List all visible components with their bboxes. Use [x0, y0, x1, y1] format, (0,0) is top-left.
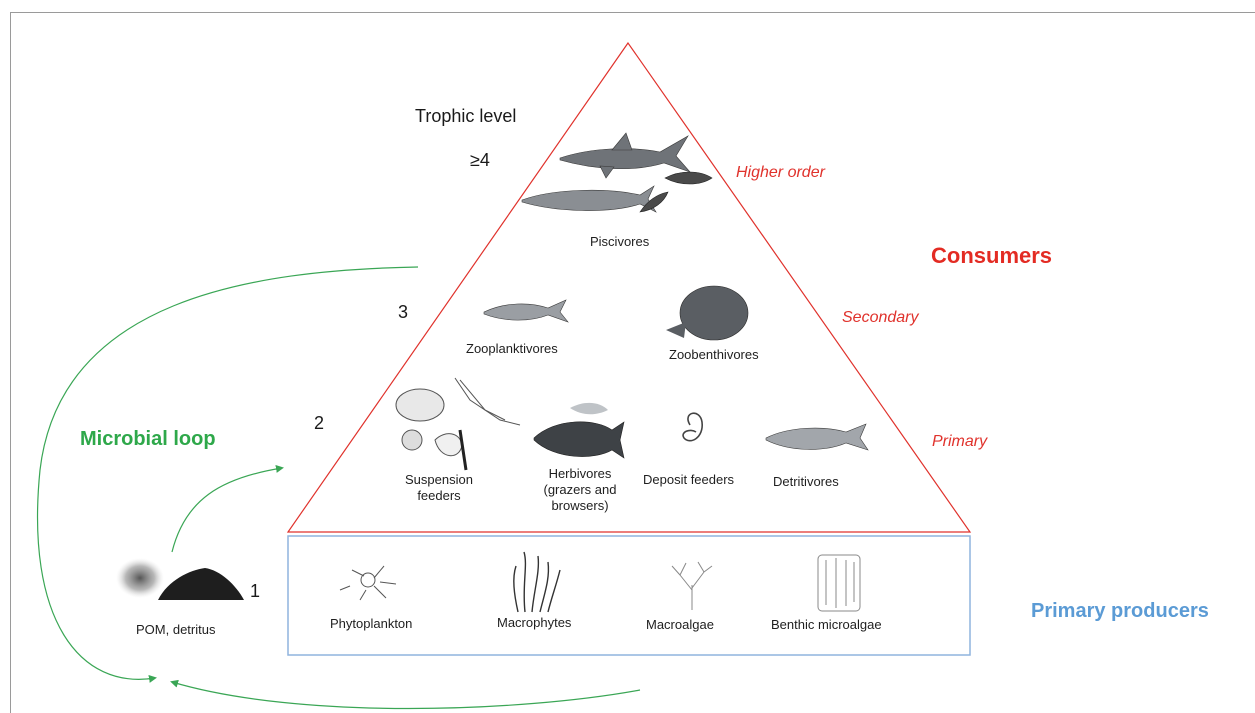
herbivores-line-3: browsers) — [551, 498, 609, 513]
detritus-pile-icon — [158, 568, 244, 600]
figure-frame — [10, 12, 1255, 713]
pom-cloud-icon — [116, 558, 164, 598]
macroalgae-label: Macroalgae — [646, 617, 714, 632]
tier-primary: Primary — [932, 433, 988, 450]
trophic-level-heading: Trophic level — [415, 106, 517, 126]
suspension-feeders-icon — [395, 377, 521, 471]
benthic-microalgae-icon — [817, 554, 861, 612]
mullet-icon — [765, 423, 869, 451]
herbivores-line-2: (grazers and — [543, 482, 617, 497]
trophic-pyramid — [286, 41, 972, 533]
benthic-microalgae-label: Benthic microalgae — [771, 617, 882, 632]
herbivores-line-1: Herbivores — [548, 466, 612, 481]
loop-arrow-from-consumers — [36, 266, 419, 683]
macrophytes-label: Macrophytes — [497, 615, 572, 630]
loop-arrow-from-producers — [170, 679, 641, 710]
herring-icon — [483, 299, 569, 323]
phytoplankton-icon — [339, 565, 397, 601]
consumers-title: Consumers — [931, 243, 1053, 268]
worm-icon — [682, 412, 703, 442]
flatfish-icon — [666, 285, 749, 341]
level-1-label: 1 — [250, 581, 261, 601]
primary-producers-title: Primary producers — [1031, 600, 1209, 622]
suspension-line-1: Suspension — [405, 472, 473, 487]
level-2-label: 2 — [314, 413, 325, 433]
herbivores-label: Herbivores (grazers and browsers) — [535, 466, 625, 514]
producers-box — [287, 535, 971, 656]
zoobenthivores-label: Zoobenthivores — [669, 347, 759, 362]
tier-secondary: Secondary — [842, 309, 919, 326]
piscivores-label: Piscivores — [590, 234, 650, 249]
detritivores-label: Detritivores — [773, 474, 839, 489]
suspension-line-2: feeders — [417, 488, 461, 503]
small-fish-icon — [639, 171, 713, 213]
deposit-feeders-label: Deposit feeders — [643, 472, 735, 487]
tier-higher-order: Higher order — [736, 164, 825, 181]
level-3-label: 3 — [398, 302, 409, 322]
macroalgae-icon — [671, 561, 713, 610]
suspension-feeders-label: Suspension feeders — [399, 472, 479, 504]
macrophytes-icon — [513, 551, 561, 613]
pom-detritus-label: POM, detritus — [136, 622, 216, 637]
phytoplankton-label: Phytoplankton — [330, 616, 413, 631]
herbivore-fish-icon — [533, 402, 625, 459]
level-4-label: ≥4 — [470, 150, 490, 170]
loop-arrow-to-consumers — [171, 465, 284, 553]
microbial-loop-title: Microbial loop — [80, 428, 216, 450]
shark-icon — [559, 132, 691, 179]
zooplanktivores-label: Zooplanktivores — [466, 341, 558, 356]
mackerel-icon — [521, 185, 657, 213]
